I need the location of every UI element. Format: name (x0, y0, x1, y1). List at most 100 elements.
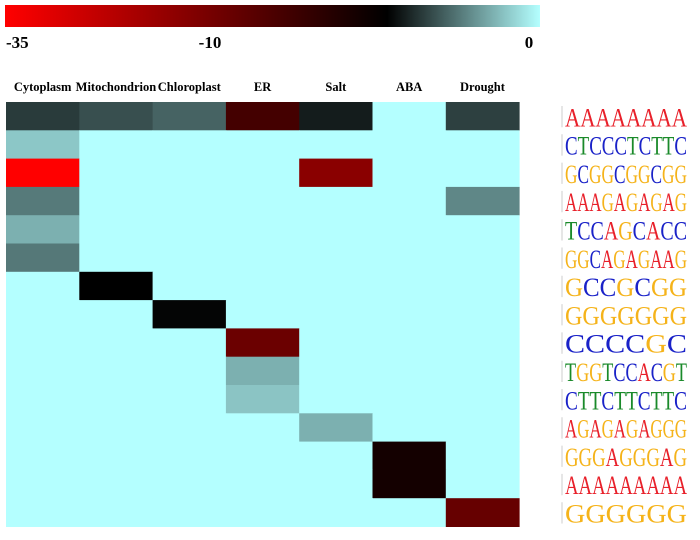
heatmap-cell (6, 498, 80, 527)
heatmap-cell (6, 328, 80, 358)
heatmap-cell (6, 243, 80, 273)
heatmap-cell (372, 102, 447, 131)
heatmap-cell (225, 356, 300, 386)
sequence-logo: CTTCTTCTTC (565, 386, 687, 415)
heatmap-cell (152, 300, 227, 329)
colorbar (5, 5, 540, 27)
heatmap-cell (372, 243, 447, 273)
sequence-logo: GGGAGGGAG (565, 443, 687, 472)
heatmap-cell (6, 215, 80, 244)
heatmap-cell (6, 158, 80, 188)
heatmap-cell (225, 130, 300, 160)
sequence-logo: TGGTCCACGT (565, 358, 687, 387)
heatmap-cell (79, 328, 154, 358)
colorbar-tick-mid: -10 (199, 33, 222, 52)
sequence-logo: GGGGGG (565, 500, 687, 529)
column-label: Cytoplasm (14, 80, 72, 94)
heatmap-cell (152, 385, 227, 414)
heatmap-cell (6, 271, 80, 301)
heatmap-cell (299, 328, 373, 358)
heatmap-cell (299, 385, 373, 414)
colorbar-tick-max: 0 (525, 33, 534, 52)
heatmap-cell (6, 356, 80, 386)
heatmap-cell (152, 356, 227, 386)
heatmap-cell (79, 271, 154, 301)
colorbar-tick-min: -35 (6, 33, 29, 52)
heatmap-cell (79, 243, 154, 273)
heatmap-cell (79, 385, 154, 414)
heatmap-cell (79, 469, 154, 499)
heatmap-cell (445, 498, 520, 527)
heatmap-cell (79, 186, 154, 216)
heatmap-cell (225, 215, 300, 244)
sequence-logo: CTCCCTCTTC (565, 132, 687, 161)
heatmap-cell (225, 158, 300, 188)
heatmap-cell (445, 271, 520, 301)
heatmap-cell (152, 498, 227, 527)
heatmap-cell (299, 243, 373, 273)
heatmap-cell (372, 498, 447, 527)
heatmap-cell (79, 102, 154, 131)
heatmap-cell (372, 441, 447, 471)
heatmap-cell (79, 441, 154, 471)
heatmap-cell (6, 102, 80, 131)
heatmap-cell (152, 271, 227, 301)
heatmap-cell (445, 356, 520, 386)
column-label: ER (254, 80, 272, 94)
sequence-logo: AAAGAGAGAG (565, 188, 687, 217)
heatmap-cell (299, 300, 373, 329)
heatmap-cell (445, 102, 520, 131)
heatmap-cell (445, 158, 520, 188)
heatmap-cell (79, 356, 154, 386)
heatmap-cell (6, 186, 80, 216)
heatmap-cell (152, 441, 227, 471)
heatmap-cell (299, 130, 373, 160)
heatmap-cell (372, 186, 447, 216)
heatmap-cell (299, 413, 373, 443)
heatmap-cell (445, 441, 520, 471)
heatmap-cell (6, 300, 80, 329)
heatmap-cell (445, 243, 520, 273)
heatmap-cell (225, 300, 300, 329)
column-label: Drought (460, 80, 506, 94)
heatmap-cell (372, 130, 447, 160)
heatmap-cell (445, 186, 520, 216)
heatmap-cell (299, 498, 373, 527)
heatmap-cell (372, 413, 447, 443)
sequence-logo: GGCAGAGAAG (565, 245, 687, 274)
heatmap-cell (152, 243, 227, 273)
heatmap-cell (225, 469, 300, 499)
heatmap-cell (445, 300, 520, 329)
sequence-logo: AAAAAAAA (565, 103, 687, 132)
sequence-logo: AGAGAGAGGG (565, 415, 687, 444)
heatmap-cell (79, 130, 154, 160)
heatmap-cell (299, 271, 373, 301)
heatmap-cell (79, 300, 154, 329)
heatmap-cell (6, 441, 80, 471)
heatmap-cell (152, 186, 227, 216)
heatmap-cell (445, 413, 520, 443)
sequence-logo: GGGGGGG (565, 301, 687, 330)
heatmap-cell (152, 102, 227, 131)
heatmap-cell (445, 130, 520, 160)
heatmap-cell (372, 469, 447, 499)
heatmap-cell (299, 158, 373, 188)
heatmap-cell (372, 271, 447, 301)
heatmap-cell (372, 158, 447, 188)
heatmap-cell (6, 413, 80, 443)
heatmap-cell (445, 215, 520, 244)
heatmap-cell (445, 328, 520, 358)
heatmap-cell (225, 328, 300, 358)
heatmap-cell (299, 102, 373, 131)
heatmap-cell (79, 413, 154, 443)
heatmap-cell (152, 130, 227, 160)
heatmap-cell (152, 469, 227, 499)
heatmap-cell (299, 356, 373, 386)
heatmap-cell (299, 469, 373, 499)
heatmap-cell (6, 385, 80, 414)
heatmap-cell (6, 130, 80, 160)
sequence-logo: TCCAGCACC (565, 217, 687, 246)
